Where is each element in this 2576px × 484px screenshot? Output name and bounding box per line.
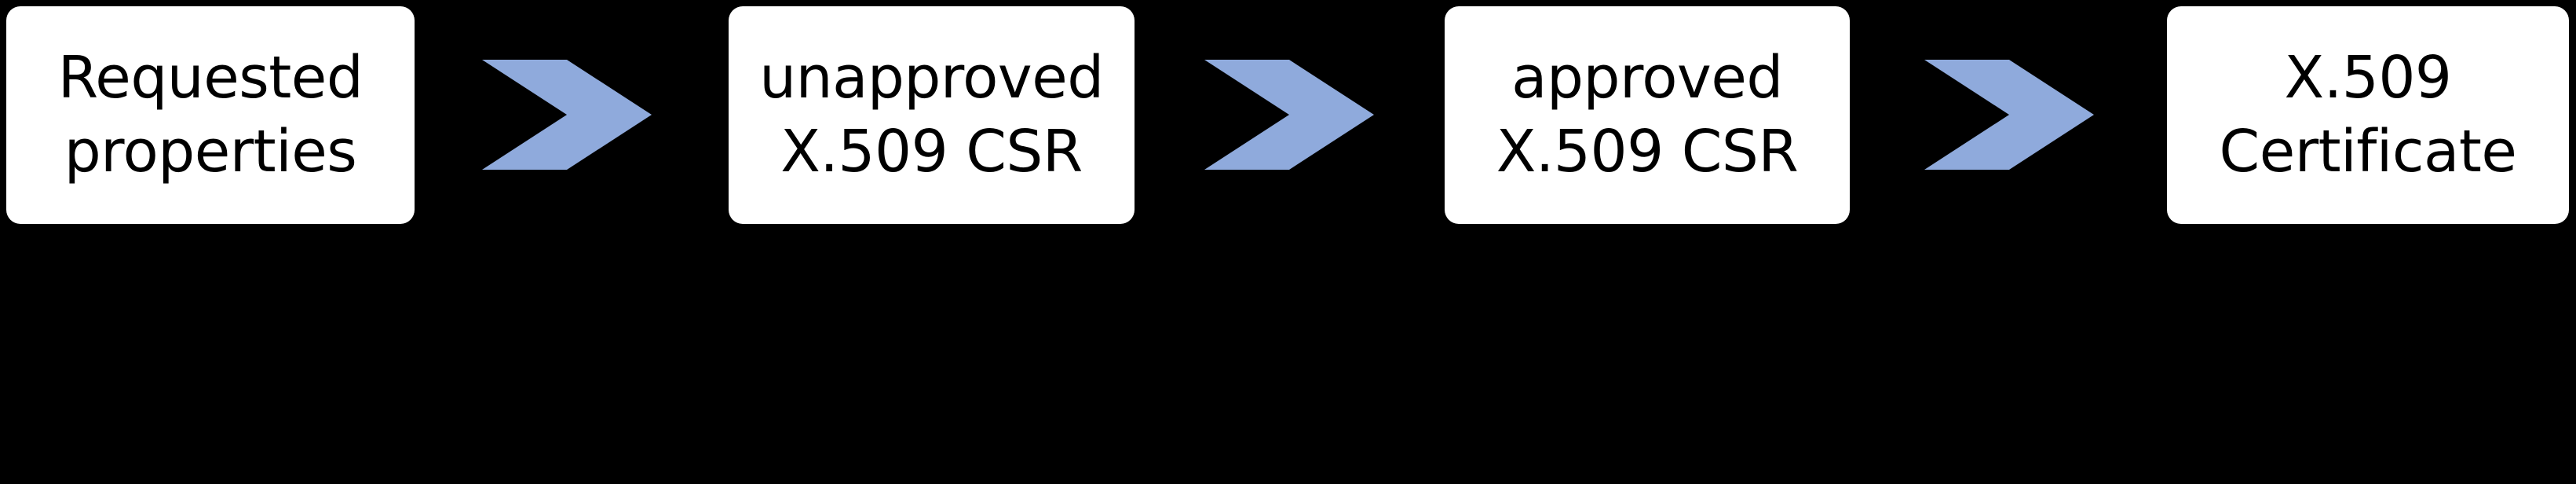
chevron-right-icon [482, 60, 652, 170]
node-label-line: X.509 [2284, 44, 2452, 112]
chevron-right-icon [1204, 60, 1374, 170]
node-label-line: approved [1511, 44, 1783, 112]
chevron-shape [1204, 60, 1374, 170]
node-label-line: unapproved [759, 44, 1104, 112]
node-label-line: Certificate [2219, 117, 2517, 185]
node-label-line: Requested [57, 44, 364, 112]
node-label-line: X.509 CSR [1496, 117, 1799, 185]
node-label-line: X.509 CSR [780, 117, 1083, 185]
process-node-x509-certificate[interactable]: X.509 Certificate [2167, 6, 2569, 224]
node-label-line: properties [64, 117, 357, 185]
process-node-unapproved-csr[interactable]: unapproved X.509 CSR [729, 6, 1135, 224]
chevron-shape [482, 60, 652, 170]
process-node-requested-properties[interactable]: Requested properties [6, 6, 415, 224]
chevron-shape [1924, 60, 2094, 170]
process-node-approved-csr[interactable]: approved X.509 CSR [1445, 6, 1850, 224]
chevron-right-icon [1924, 60, 2094, 170]
